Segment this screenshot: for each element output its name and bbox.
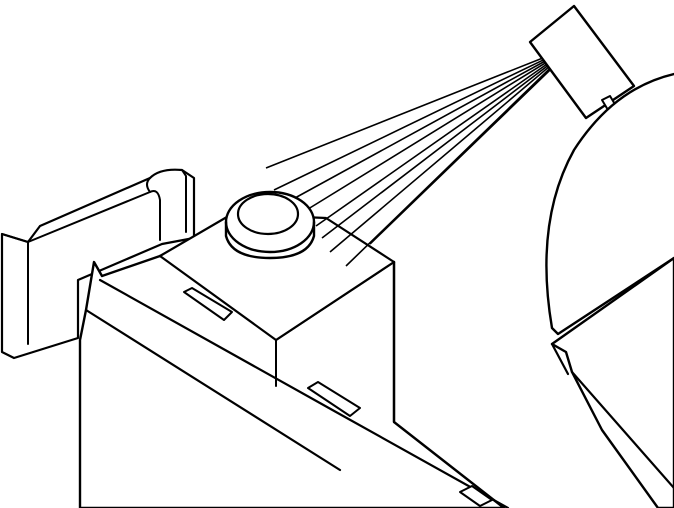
slot-3 (307, 381, 361, 417)
laser-rays (265, 53, 557, 267)
housing (545, 72, 674, 508)
slot-4 (459, 485, 493, 507)
laser-ray (321, 59, 555, 239)
laser-ray (329, 61, 556, 253)
slot-2 (183, 287, 233, 321)
laser-ray (369, 63, 557, 245)
lens (224, 190, 316, 260)
left-bracket (0, 168, 196, 360)
laser-ray (345, 62, 557, 267)
laser-ray (265, 53, 552, 169)
block-top (158, 212, 396, 342)
laser-ray (315, 58, 555, 227)
laser-ray (299, 57, 554, 215)
laser-ray (283, 56, 553, 205)
laser-ray (273, 55, 553, 191)
